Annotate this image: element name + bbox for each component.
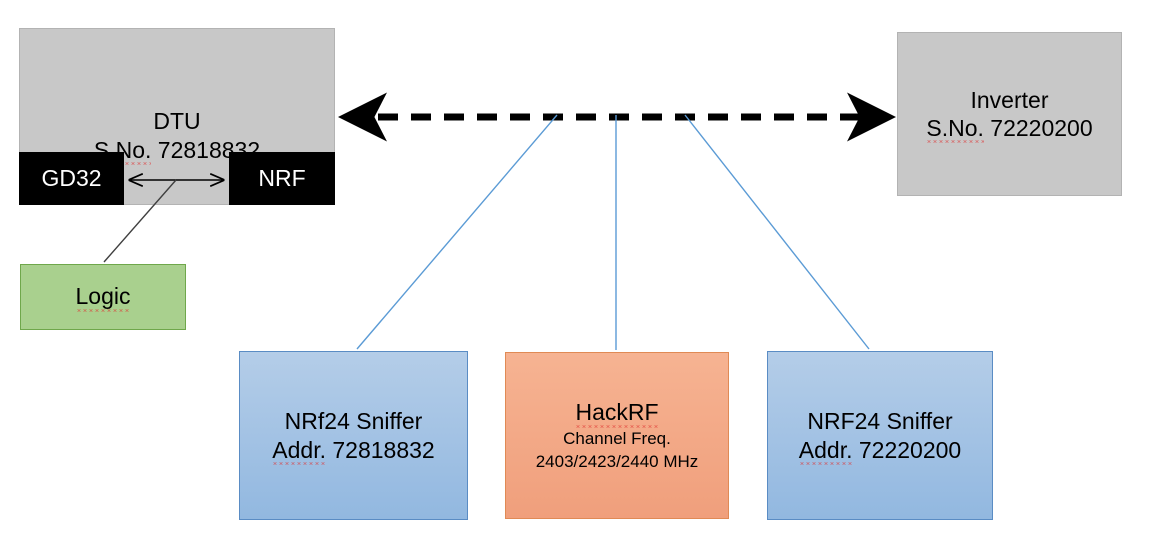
sniffer-left-title: NRf24 Sniffer: [285, 407, 423, 435]
nrf24-sniffer-right-box[interactable]: NRF24 Sniffer Addr. 72220200: [767, 351, 993, 520]
logic-label: Logic: [75, 281, 131, 312]
sniffer-right-to-link: [684, 114, 870, 350]
inverter-serial-value: 72220200: [990, 115, 1093, 141]
nrf-label: NRF: [258, 165, 306, 191]
inverter-device-box[interactable]: Inverter S.No. 72220200: [897, 32, 1122, 196]
sniffer-left-addr: Addr. 72818832: [272, 436, 435, 464]
logic-analyzer-box[interactable]: Logic: [20, 264, 186, 330]
sniffer-right-addr-value: 72220200: [858, 436, 962, 463]
nrf24-sniffer-left-box[interactable]: NRf24 Sniffer Addr. 72818832: [239, 351, 468, 520]
gd32-label: GD32: [41, 165, 102, 191]
sniffer-right-title: NRF24 Sniffer: [807, 407, 952, 435]
hackrf-box[interactable]: HackRF Channel Freq. 2403/2423/2440 MHz: [505, 352, 729, 519]
sniffer-left-title-text: NRf24 Sniffer: [284, 408, 423, 435]
sniffer-left-to-link: [356, 114, 558, 350]
hackrf-channel-label: Channel Freq.: [563, 429, 671, 449]
inverter-serial: S.No. 72220200: [926, 114, 1093, 142]
sniffer-right-addr-prefix: Addr.: [798, 436, 853, 463]
nrf-chip-box[interactable]: NRF: [229, 152, 335, 205]
sniffer-right-title-text: NRF24 Sniffer: [807, 408, 953, 435]
inverter-serial-prefix: S.No.: [926, 115, 984, 141]
sniffer-right-addr: Addr. 72220200: [798, 436, 962, 464]
hackrf-channel-freq: 2403/2423/2440 MHz: [535, 451, 699, 471]
inverter-title: Inverter: [970, 86, 1049, 113]
gd32-chip-box[interactable]: GD32: [19, 152, 124, 205]
hackrf-title: HackRF: [575, 398, 659, 428]
sniffer-left-addr-prefix: Addr.: [272, 436, 326, 463]
dtu-title: DTU: [153, 108, 201, 134]
sniffer-left-addr-value: 72818832: [332, 436, 435, 463]
